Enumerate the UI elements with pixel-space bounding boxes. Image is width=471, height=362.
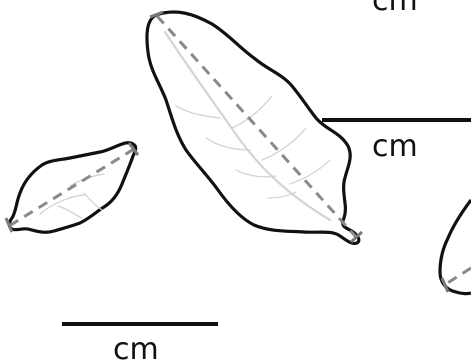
leaf-center-large — [147, 12, 362, 243]
scale-label-middle: cm — [372, 129, 418, 164]
scale-label-top: cm — [372, 0, 418, 18]
leaf-center-outline — [147, 12, 359, 243]
leaf-right-partial — [440, 200, 471, 294]
scale-label-bottom: cm — [113, 332, 159, 362]
leaf-left-small — [6, 143, 138, 233]
scale-bar-bottom-left: cm — [62, 324, 218, 362]
